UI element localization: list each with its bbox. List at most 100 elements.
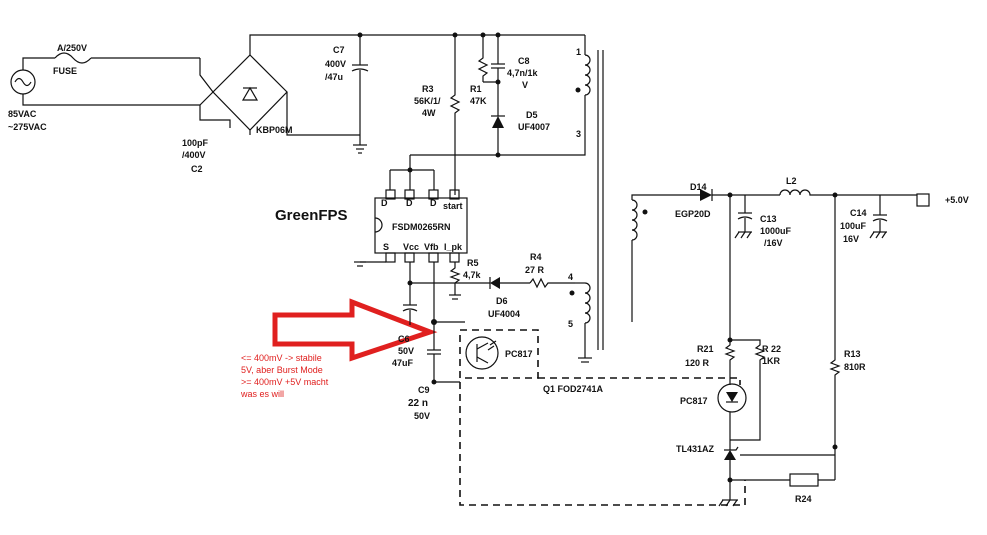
output-terminal: [916, 193, 930, 207]
label-bridge: KBP06M: [256, 125, 293, 135]
annotation-line-3: >= 400mV +5V macht: [241, 377, 329, 387]
feedback-dashed-path: [459, 377, 746, 506]
label-c7-value: /47u: [325, 72, 343, 82]
label-d6-part: UF4004: [488, 309, 520, 319]
label-r3-power: 4W: [422, 108, 436, 118]
label-r5-value: 4,7k: [463, 270, 482, 280]
label-fuse-rating: A/250V: [57, 43, 87, 53]
label-r21-name: R21: [697, 344, 714, 354]
label-c7-voltage: 400V: [325, 59, 346, 69]
label-d14-name: D14: [690, 182, 707, 192]
secondary-ground: [718, 499, 738, 507]
label-d5-part: UF4007: [518, 122, 550, 132]
label-c14-voltage: 16V: [843, 234, 859, 244]
label-q1: Q1 FOD2741A: [543, 384, 604, 394]
label-c9-voltage: 50V: [414, 411, 430, 421]
bridge-rectifier: [199, 34, 360, 136]
label-c14-name: C14: [850, 208, 867, 218]
label-c9-value: 22 n: [408, 398, 428, 409]
ipk-resistor-r5: [449, 262, 461, 300]
transformer-aux: [569, 282, 592, 363]
capacitor-c7: [351, 35, 369, 154]
label-ac-input-2: ~275VAC: [8, 122, 47, 132]
label-ic-part: FSDM0265RN: [392, 222, 451, 232]
transformer-primary: [410, 35, 604, 350]
label-pc817-b: PC817: [680, 396, 708, 406]
hv-bus: [357, 32, 585, 38]
label-ic-pin-vfb: Vfb: [424, 242, 439, 252]
label-xfmr-pin3: 3: [576, 129, 581, 139]
label-r22-name: R 22: [762, 344, 781, 354]
label-xfmr-pin5: 5: [568, 319, 573, 329]
inductor-l2: [779, 189, 917, 198]
resistor-r3: [449, 35, 461, 195]
label-ic-pin-start: start: [443, 201, 463, 211]
label-r4-name: R4: [530, 252, 542, 262]
resistor-r24: [727, 473, 835, 487]
label-xfmr-pin1: 1: [576, 47, 581, 57]
label-c13-value: 1000uF: [760, 226, 792, 236]
label-greenfps: GreenFPS: [275, 207, 348, 224]
label-r3-name: R3: [422, 84, 434, 94]
transformer-secondary: [631, 194, 700, 322]
label-ic-pin-ipk: I_pk: [444, 242, 463, 252]
resistor-r21: [724, 195, 766, 375]
label-c8-unit: V: [522, 80, 528, 90]
label-c6-value: 47uF: [392, 358, 414, 368]
label-ac-input-1: 85VAC: [8, 109, 37, 119]
label-c7-name: C7: [333, 45, 345, 55]
label-ic-pin-d1: D: [381, 198, 388, 208]
capacitor-c13: [734, 195, 753, 239]
capacitor-c2: [199, 105, 231, 128]
resistor-r4: [529, 277, 575, 289]
label-c14-value: 100uF: [840, 221, 867, 231]
ac-source: [10, 57, 200, 106]
capacitor-c14: [869, 195, 888, 239]
label-ic-pin-d2: D: [406, 198, 413, 208]
label-r3-value: 56K/1/: [414, 96, 441, 106]
label-c2-value: 100pF: [182, 138, 209, 148]
label-r21-value: 120 R: [685, 358, 710, 368]
annotation-line-4: was es will: [240, 389, 284, 399]
resistor-r13: [829, 195, 841, 480]
snubber: [477, 35, 505, 158]
fuse: [54, 52, 200, 64]
label-r13-name: R13: [844, 349, 861, 359]
label-r13-value: 810R: [844, 362, 866, 372]
label-pc817-a: PC817: [505, 349, 533, 359]
vfb-network: [427, 262, 465, 385]
annotation-line-2: 5V, aber Burst Mode: [241, 365, 323, 375]
label-r5-name: R5: [467, 258, 479, 268]
label-r4-value: 27 R: [525, 265, 545, 275]
optocoupler-transistor: [459, 329, 539, 379]
label-c8-name: C8: [518, 56, 530, 66]
label-ic-pin-d3: D: [430, 198, 437, 208]
label-c6-name: C6: [398, 334, 410, 344]
label-c9-name: C9: [418, 385, 430, 395]
label-xfmr-pin4: 4: [568, 272, 573, 282]
label-r1-value: 47K: [470, 96, 487, 106]
annotation-line-1: <= 400mV -> stabile: [241, 353, 322, 363]
diode-d6: [489, 277, 530, 289]
optocoupler-led: [717, 375, 761, 441]
label-c8-value: 4,7n/1k: [507, 68, 539, 78]
label-r24-name: R24: [795, 494, 812, 504]
label-d6-name: D6: [496, 296, 508, 306]
label-c2-name: C2: [191, 164, 203, 174]
label-r22-value: 1KR: [762, 356, 781, 366]
label-l2-name: L2: [786, 176, 797, 186]
annotation-arrow: [272, 298, 438, 362]
ic-fsdm0265rn: [374, 155, 468, 263]
vcc-network: [402, 262, 490, 325]
diode-d14: [700, 189, 780, 201]
label-fuse: FUSE: [53, 66, 77, 76]
label-c6-voltage: 50V: [398, 346, 414, 356]
label-d14-part: EGP20D: [675, 209, 711, 219]
ic-source-ground: [354, 261, 386, 267]
label-c13-name: C13: [760, 214, 777, 224]
tl431: [724, 440, 838, 500]
label-r1-name: R1: [470, 84, 482, 94]
label-tl431: TL431AZ: [676, 444, 715, 454]
label-c2-rating: /400V: [182, 150, 206, 160]
